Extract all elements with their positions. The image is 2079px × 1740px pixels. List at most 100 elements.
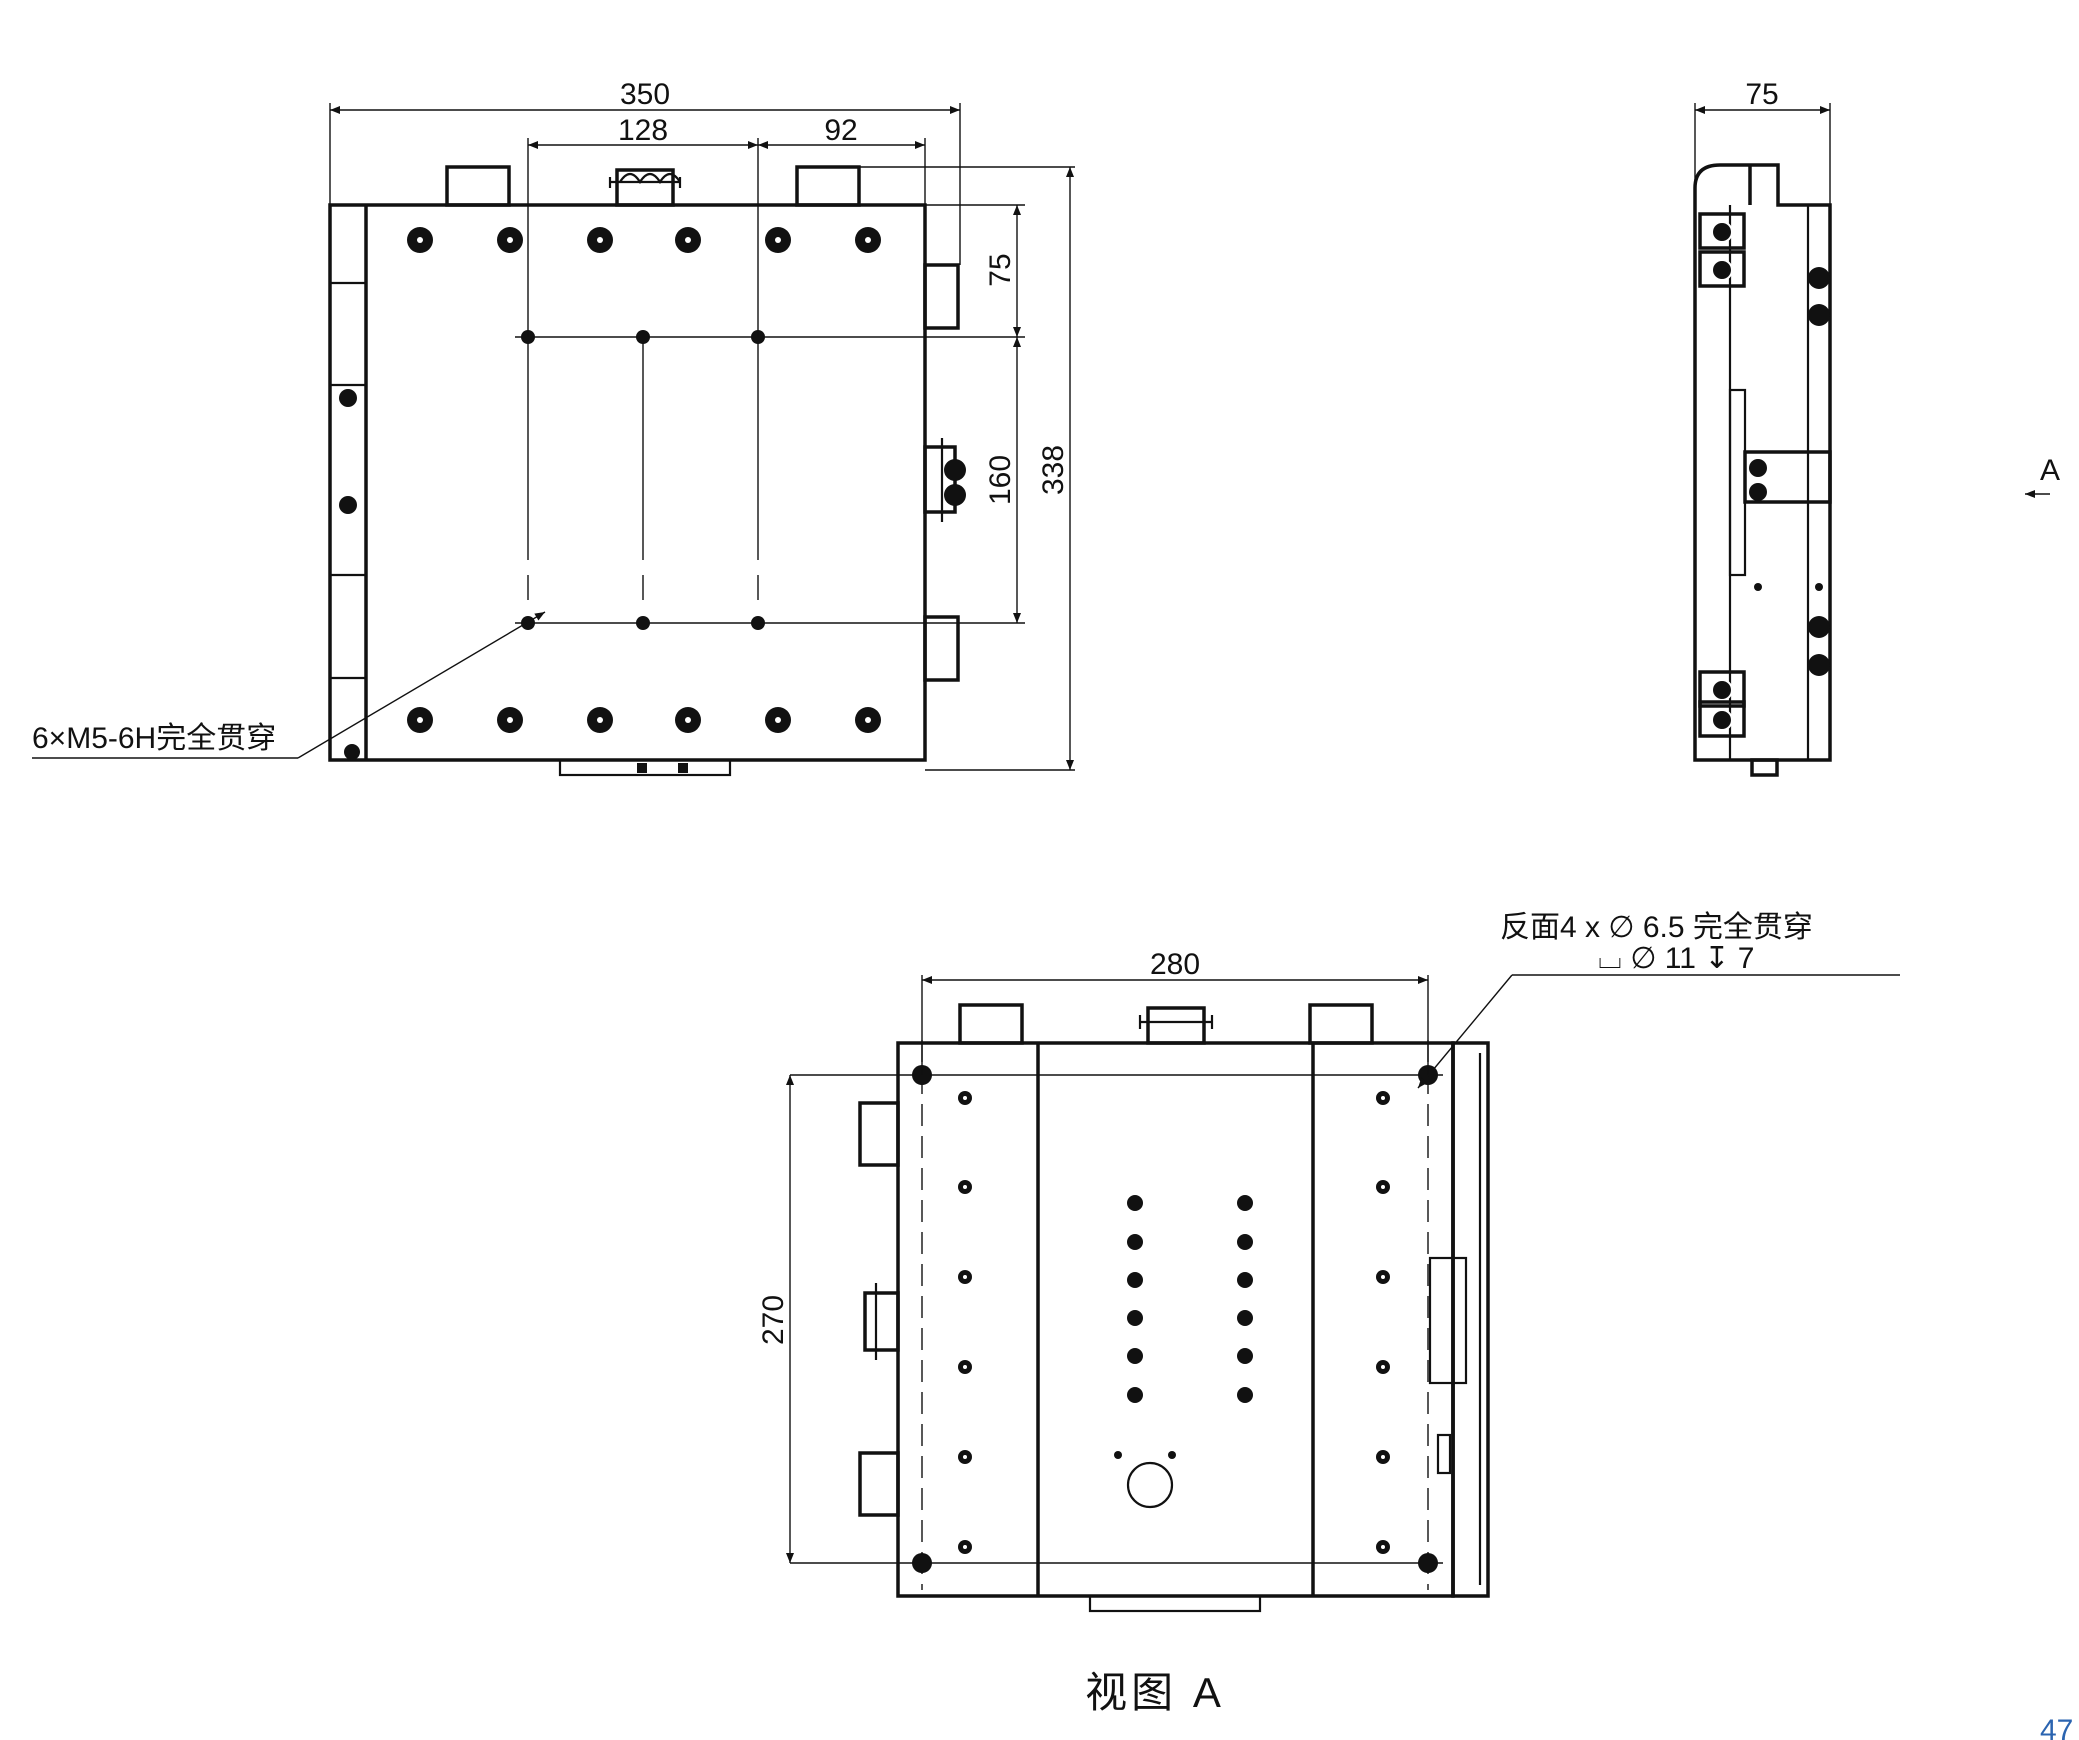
dim-hole-spacing-y: 160	[984, 455, 1017, 505]
mounting-hole-center	[685, 717, 691, 723]
top-tab-left	[445, 165, 511, 207]
side-clamp-block	[1698, 250, 1746, 288]
view-a-top-tab-right	[1308, 1003, 1374, 1045]
view-a-dim-hole-spacing-y: 270	[757, 1295, 790, 1345]
view-a-top-connector	[1146, 1006, 1206, 1045]
mounting-hole-center	[507, 237, 513, 243]
side-screw	[1808, 267, 1830, 289]
dim-overall-height: 338	[1037, 445, 1070, 495]
mounting-hole-center	[865, 237, 871, 243]
small-hole-center	[963, 1365, 967, 1369]
side-bracket	[1743, 450, 1832, 504]
view-a-plate-outline	[896, 1041, 1455, 1598]
top-connector	[615, 168, 675, 207]
center-hole	[1127, 1310, 1143, 1326]
mounting-hole-center	[597, 237, 603, 243]
side-screw	[1808, 304, 1830, 326]
top-plate-outline	[328, 203, 927, 762]
dim-right-offset: 92	[824, 114, 857, 147]
mounting-hole-center	[597, 717, 603, 723]
center-hole	[1127, 1387, 1143, 1403]
dim-128-92: 128 92	[527, 114, 926, 337]
center-hole	[1127, 1348, 1143, 1364]
mounting-hole-center	[775, 717, 781, 723]
side-clamp-screw	[1711, 259, 1733, 281]
side-clamp-screw	[1711, 679, 1733, 701]
view-a-hole-lines	[790, 1040, 1443, 1590]
center-hole	[1237, 1348, 1253, 1364]
view-a-callout-line1: 反面4 x ∅ 6.5 完全贯穿	[1500, 911, 1813, 944]
left-strip-hole	[339, 389, 357, 407]
dim-280: 280	[921, 948, 1429, 1075]
center-hole	[1237, 1195, 1253, 1211]
view-a-through-holes	[912, 1065, 1438, 1573]
view-a-right-rail	[1451, 1041, 1490, 1598]
dim-overall-width: 350	[620, 78, 670, 111]
side-screw	[1808, 654, 1830, 676]
view-a-left-tab-upper	[858, 1101, 900, 1167]
small-hole-center	[963, 1455, 967, 1459]
left-strip-segments	[330, 281, 366, 680]
center-hole	[1237, 1272, 1253, 1288]
mounting-hole-center	[417, 237, 423, 243]
through-hole	[1418, 1553, 1438, 1573]
top-mounting-holes	[407, 227, 881, 733]
side-clamp-block	[1698, 212, 1746, 250]
mounting-hole-center	[865, 717, 871, 723]
threaded-hole	[751, 616, 765, 630]
side-clamp-screw	[1711, 221, 1733, 243]
dim-thickness: 75	[1745, 78, 1778, 111]
side-clamp-block	[1698, 670, 1746, 708]
threaded-hole	[636, 616, 650, 630]
center-hole	[1237, 1387, 1253, 1403]
view-a-left-tab-lower	[858, 1451, 900, 1517]
center-hole	[1237, 1310, 1253, 1326]
top-tab-right	[795, 165, 861, 207]
side-rail	[1728, 388, 1747, 577]
hole-callout: 6×M5-6H完全贯穿	[32, 611, 546, 759]
left-strip-hole	[344, 744, 360, 760]
view-a-large-bore	[1126, 1461, 1174, 1509]
dim-350: 350	[329, 78, 961, 265]
threaded-hole	[636, 330, 650, 344]
dim-hole-spacing-x: 128	[618, 114, 668, 147]
view-a-title: 视图 A	[1085, 1669, 1225, 1716]
small-hole-center	[1381, 1545, 1385, 1549]
side-screw	[1808, 616, 1830, 638]
small-hole-center	[963, 1545, 967, 1549]
side-clamp-block	[1698, 700, 1746, 738]
dim-75-side: 75	[1694, 78, 1831, 205]
mounting-hole-center	[507, 717, 513, 723]
side-clamp-screw	[1711, 709, 1733, 731]
small-hole-center	[1381, 1096, 1385, 1100]
side-clamps	[1698, 212, 1830, 738]
small-hole-center	[963, 1096, 967, 1100]
left-strip-hole	[339, 496, 357, 514]
dim-vertical: 75 160 338	[860, 166, 1075, 771]
view-a-small-holes	[958, 1091, 1390, 1554]
view-a-left-connector	[863, 1291, 900, 1352]
side-view: 75 A	[1693, 78, 2060, 777]
side-foot	[1750, 758, 1779, 777]
small-hole-center	[1381, 1185, 1385, 1189]
top-view: 350 128 92 75 160 338 6×M5-6	[32, 78, 1075, 777]
small-hole-center	[1381, 1365, 1385, 1369]
mounting-hole-center	[417, 717, 423, 723]
small-hole-center	[1381, 1455, 1385, 1459]
dim-top-offset: 75	[984, 253, 1017, 286]
threaded-hole	[521, 616, 535, 630]
small-hole-center	[963, 1275, 967, 1279]
view-a-dim-hole-spacing-x: 280	[1150, 948, 1200, 981]
view-a-callout-line2: ⌴ ∅ 11 ↧ 7	[1598, 942, 1754, 975]
view-a-top-tab-left	[958, 1003, 1024, 1045]
through-hole	[912, 1553, 932, 1573]
mounting-hole-center	[685, 237, 691, 243]
center-hole	[1127, 1234, 1143, 1250]
hole-grid-lines	[515, 336, 1025, 624]
center-hole	[1237, 1234, 1253, 1250]
small-hole-center	[1381, 1275, 1385, 1279]
right-tab-lower	[923, 615, 960, 682]
dim-270: 270	[757, 1075, 794, 1563]
view-a-right-connector	[1428, 1256, 1468, 1385]
